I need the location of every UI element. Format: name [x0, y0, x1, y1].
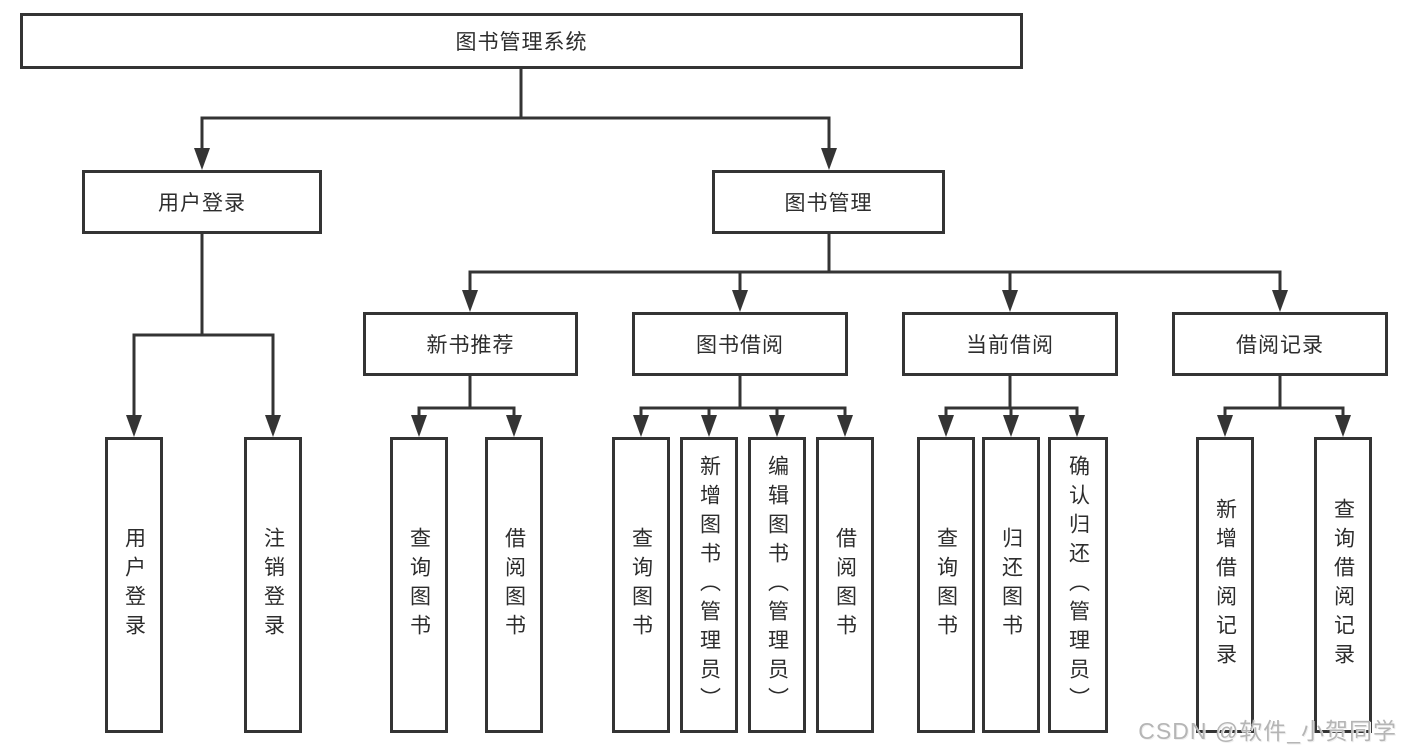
- leaf-label: 注销登录: [261, 527, 285, 643]
- leaf-edit-books-admin: 编辑图书（管理员）: [748, 437, 806, 733]
- leaf-label: 编辑图书（管理员）: [765, 454, 789, 716]
- node-new-book-recommendation: 新书推荐: [363, 312, 578, 376]
- leaf-label: 确认归还（管理员）: [1066, 454, 1090, 716]
- connector-root-to-level2: [194, 67, 837, 170]
- leaf-logout: 注销登录: [244, 437, 302, 733]
- connector-borrowing-records-to-leaves: [1217, 374, 1351, 437]
- connector-current-borrowing-to-leaves: [938, 374, 1085, 437]
- leaf-label: 借阅图书: [502, 527, 526, 643]
- leaf-query-books-current: 查询图书: [917, 437, 975, 733]
- connector-user-login-to-leaves: [126, 232, 281, 437]
- connector-book-borrowing-to-leaves: [633, 374, 853, 437]
- leaf-query-borrowing-record: 查询借阅记录: [1314, 437, 1372, 733]
- leaf-add-borrowing-record: 新增借阅记录: [1196, 437, 1254, 733]
- node-label: 用户登录: [158, 192, 246, 215]
- leaf-label: 用户登录: [122, 527, 146, 643]
- leaf-add-books-admin: 新增图书（管理员）: [680, 437, 738, 733]
- connector-book-management-to-level3: [462, 232, 1288, 312]
- node-label: 图书管理: [784, 192, 873, 215]
- leaf-query-books-borrowing: 查询图书: [612, 437, 670, 733]
- leaf-label: 新增图书（管理员）: [697, 454, 721, 716]
- node-label: 图书管理系统: [455, 31, 588, 54]
- leaf-label: 借阅图书: [833, 527, 857, 643]
- node-label: 新书推荐: [426, 334, 515, 357]
- node-book-management: 图书管理: [712, 170, 945, 234]
- node-label: 图书借阅: [696, 334, 784, 357]
- node-book-borrowing: 图书借阅: [632, 312, 848, 376]
- node-library-management-system: 图书管理系统: [20, 13, 1023, 69]
- leaf-return-books: 归还图书: [982, 437, 1040, 733]
- leaf-label: 归还图书: [999, 527, 1023, 643]
- node-label: 当前借阅: [966, 334, 1054, 357]
- node-current-borrowing: 当前借阅: [902, 312, 1118, 376]
- leaf-borrow-books-recommend: 借阅图书: [485, 437, 543, 733]
- leaf-label: 查询图书: [934, 527, 958, 643]
- node-borrowing-records: 借阅记录: [1172, 312, 1388, 376]
- leaf-confirm-return-admin: 确认归还（管理员）: [1048, 437, 1108, 733]
- leaf-label: 查询图书: [629, 527, 653, 643]
- leaf-label: 查询图书: [407, 527, 431, 643]
- connector-new-books-to-leaves: [411, 374, 522, 437]
- leaf-label: 新增借阅记录: [1213, 498, 1237, 672]
- leaf-label: 查询借阅记录: [1331, 498, 1355, 672]
- node-user-login: 用户登录: [82, 170, 322, 234]
- leaf-borrow-books: 借阅图书: [816, 437, 874, 733]
- leaf-user-login: 用户登录: [105, 437, 163, 733]
- leaf-query-books-recommend: 查询图书: [390, 437, 448, 733]
- node-label: 借阅记录: [1236, 334, 1324, 357]
